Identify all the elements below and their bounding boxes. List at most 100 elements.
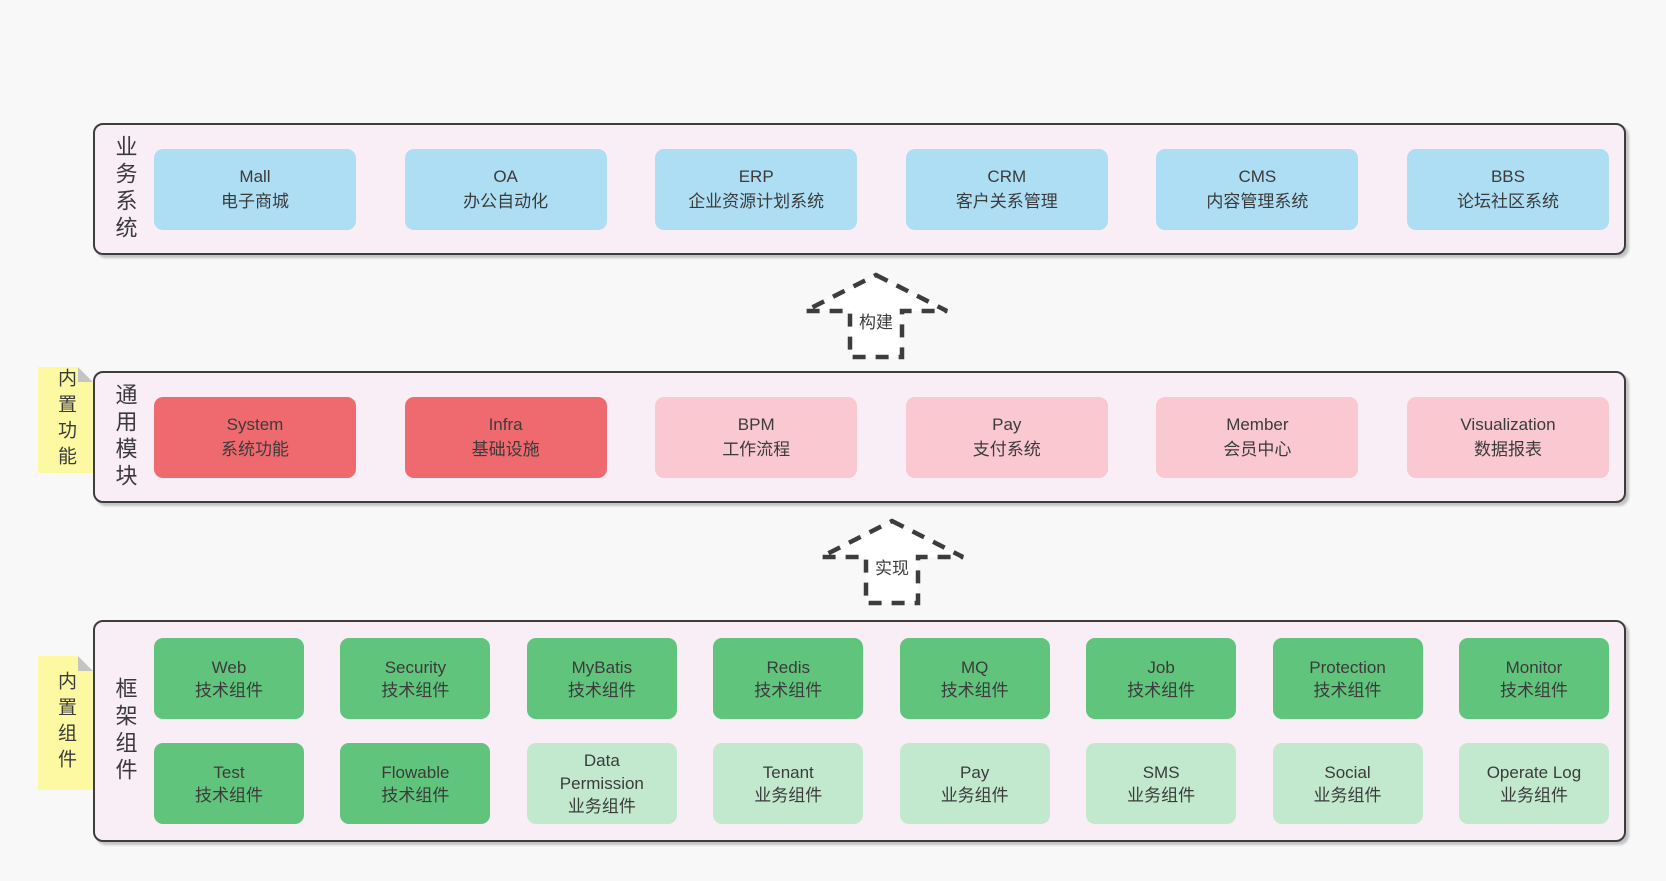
- node-subtitle: 办公自动化: [463, 192, 549, 211]
- build-arrow: 构建: [801, 272, 951, 360]
- node-monitor: Monitor 技术组件: [1458, 638, 1609, 719]
- folded-corner-icon: [78, 367, 93, 382]
- common-modules-band: 通用模块 System 系统功能 Infra 基础设施 BPM 工作流程 Pay…: [93, 371, 1626, 503]
- node-title: Redis: [766, 657, 810, 677]
- node-title: Web: [211, 657, 247, 677]
- node-crm: CRM 客户关系管理: [905, 148, 1108, 230]
- node-subtitle: 内容管理系统: [1206, 192, 1309, 211]
- node-oa: OA 办公自动化: [404, 148, 607, 230]
- node-subtitle: 技术组件: [754, 680, 823, 700]
- framework-row-1: Web 技术组件 Security 技术组件 MyBatis 技术组件 Redi…: [154, 638, 1609, 719]
- node-title: Monitor: [1505, 657, 1563, 677]
- node-title: OA: [493, 167, 518, 186]
- node-subtitle: 业务组件: [940, 785, 1009, 805]
- node-title: Mall: [239, 167, 271, 186]
- node-title: Social: [1324, 762, 1371, 782]
- sticky-note-builtin-components: 内置组件: [38, 656, 93, 790]
- node-subtitle: 业务组件: [1313, 785, 1382, 805]
- business-systems-band: 业务系统 Mall 电子商城 OA 办公自动化 ERP 企业资源计划系统 CRM…: [93, 123, 1626, 255]
- node-subtitle: 技术组件: [1127, 680, 1196, 700]
- node-operate-log: Operate Log 业务组件: [1458, 743, 1609, 824]
- common-modules-nodes: System 系统功能 Infra 基础设施 BPM 工作流程 Pay 支付系统…: [154, 396, 1624, 478]
- node-title: Operate Log: [1486, 762, 1582, 782]
- node-mybatis: MyBatis 技术组件: [526, 638, 677, 719]
- node-subtitle: 技术组件: [1499, 680, 1568, 700]
- node-title: Visualization: [1460, 415, 1556, 434]
- node-subtitle: 客户关系管理: [955, 192, 1058, 211]
- node-title: SMS: [1142, 762, 1180, 782]
- node-title: MQ: [960, 657, 989, 677]
- node-web: Web 技术组件: [154, 638, 304, 719]
- business-systems-nodes: Mall 电子商城 OA 办公自动化 ERP 企业资源计划系统 CRM 客户关系…: [154, 148, 1624, 230]
- node-social: Social 业务组件: [1272, 743, 1423, 824]
- node-security: Security 技术组件: [340, 638, 491, 719]
- band-label-business-systems: 业务系统: [112, 135, 138, 243]
- sticky-label: 内置组件: [55, 671, 76, 775]
- node-title: Protection: [1309, 657, 1386, 677]
- band-label-framework-components: 框架组件: [112, 677, 138, 785]
- node-title: Member: [1226, 415, 1289, 434]
- node-title: CRM: [987, 167, 1027, 186]
- node-subtitle: 企业资源计划系统: [688, 192, 825, 211]
- node-title: Pay: [960, 762, 990, 782]
- node-title: ERP: [738, 167, 774, 186]
- implement-arrow-label: 实现: [871, 558, 913, 580]
- node-erp: ERP 企业资源计划系统: [655, 148, 858, 230]
- node-title: BPM: [737, 415, 775, 434]
- node-subtitle: 论坛社区系统: [1456, 192, 1559, 211]
- sticky-label: 内置功能: [55, 368, 76, 472]
- node-bbs: BBS 论坛社区系统: [1406, 148, 1609, 230]
- node-visualization: Visualization 数据报表: [1406, 396, 1609, 478]
- node-tenant: Tenant 业务组件: [713, 743, 864, 824]
- node-data-permission: Data Permission 业务组件: [526, 743, 677, 824]
- node-title: System: [226, 415, 284, 434]
- node-mall: Mall 电子商城: [154, 148, 356, 230]
- node-subtitle: 会员中心: [1223, 440, 1292, 459]
- node-subtitle: 工作流程: [722, 440, 791, 459]
- build-arrow-label: 构建: [855, 312, 897, 334]
- node-subtitle: 技术组件: [940, 680, 1009, 700]
- node-title: MyBatis: [571, 657, 633, 677]
- node-subtitle: 技术组件: [567, 680, 636, 700]
- node-member: Member 会员中心: [1156, 396, 1359, 478]
- node-title: Infra: [488, 415, 523, 434]
- implement-arrow: 实现: [817, 518, 967, 606]
- node-subtitle: 支付系统: [972, 440, 1041, 459]
- node-subtitle: 技术组件: [381, 680, 450, 700]
- node-title: Flowable: [381, 762, 450, 782]
- node-subtitle: 系统功能: [221, 440, 289, 459]
- node-infra: Infra 基础设施: [404, 396, 607, 478]
- node-bpm: BPM 工作流程: [655, 396, 858, 478]
- node-subtitle: 技术组件: [195, 785, 263, 805]
- node-title: Data Permission: [559, 751, 644, 793]
- node-title: BBS: [1490, 167, 1525, 186]
- node-redis: Redis 技术组件: [713, 638, 864, 719]
- node-title: Security: [384, 657, 447, 677]
- node-title: CMS: [1238, 167, 1277, 186]
- node-subtitle: 基础设施: [471, 440, 540, 459]
- node-job: Job 技术组件: [1086, 638, 1237, 719]
- node-flowable: Flowable 技术组件: [340, 743, 491, 824]
- node-subtitle: 业务组件: [1499, 785, 1568, 805]
- node-title: Pay: [992, 415, 1022, 434]
- node-subtitle: 技术组件: [195, 680, 263, 700]
- node-subtitle: 技术组件: [381, 785, 450, 805]
- node-pay-business: Pay 业务组件: [899, 743, 1050, 824]
- node-subtitle: 数据报表: [1473, 440, 1542, 459]
- sticky-note-builtin-features: 内置功能: [38, 367, 93, 473]
- node-subtitle: 业务组件: [567, 797, 636, 816]
- framework-components-band: 框架组件 Web 技术组件 Security 技术组件 MyBatis 技术组件…: [93, 620, 1626, 842]
- framework-row-2: Test 技术组件 Flowable 技术组件 Data Permission …: [154, 743, 1609, 824]
- band-label-common-modules: 通用模块: [112, 383, 138, 491]
- node-pay: Pay 支付系统: [905, 396, 1108, 478]
- node-system: System 系统功能: [154, 396, 356, 478]
- node-test: Test 技术组件: [154, 743, 304, 824]
- node-protection: Protection 技术组件: [1272, 638, 1423, 719]
- node-subtitle: 电子商城: [221, 192, 289, 211]
- node-sms: SMS 业务组件: [1086, 743, 1237, 824]
- node-subtitle: 技术组件: [1313, 680, 1382, 700]
- node-title: Test: [213, 762, 245, 782]
- node-mq: MQ 技术组件: [899, 638, 1050, 719]
- node-title: Job: [1147, 657, 1175, 677]
